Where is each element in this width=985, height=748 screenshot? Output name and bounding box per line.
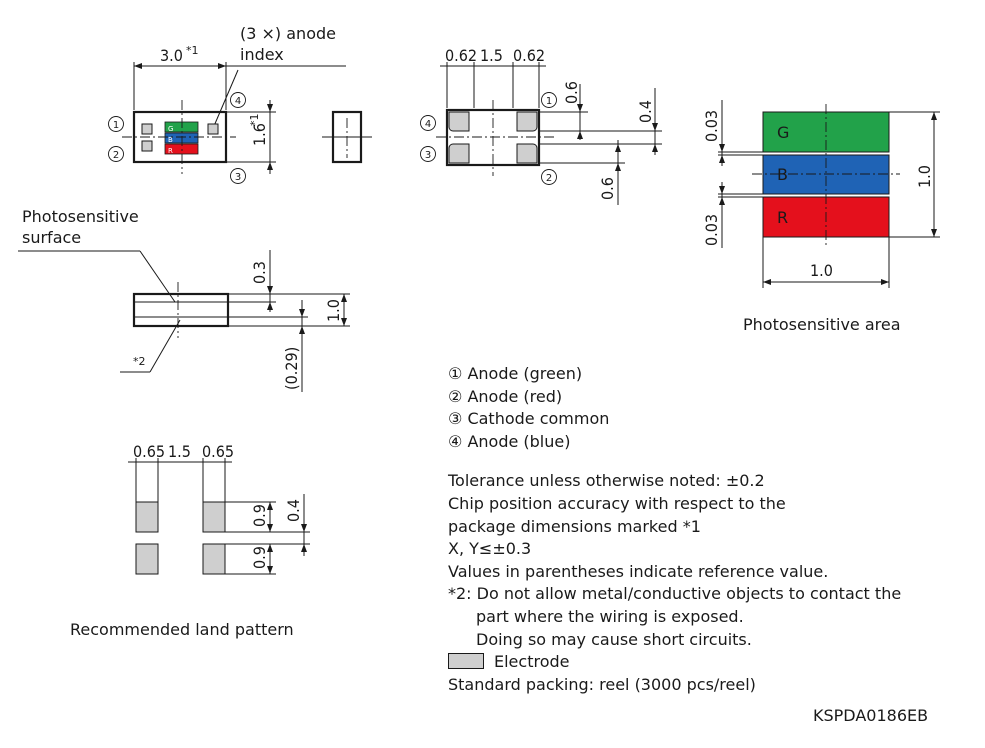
chip-blue-segment bbox=[164, 132, 199, 144]
land-pad-left-value: 0.65 bbox=[133, 442, 165, 461]
land-pad-height-bottom-value: 0.9 bbox=[250, 546, 269, 569]
photosensitive-surface-label-1: Photosensitive bbox=[22, 207, 139, 226]
chip-red-segment bbox=[164, 143, 199, 155]
land-gap-value: 0.4 bbox=[284, 499, 303, 522]
area-b-label: B bbox=[777, 165, 788, 184]
bottom-pin4-marker bbox=[420, 115, 436, 131]
index-mark-left-bottom bbox=[141, 140, 153, 152]
top-view: 3.0 *1 (3 ×) anode index G B R 1.6 *1 bbox=[108, 24, 346, 184]
area-width-value: 1.0 bbox=[810, 261, 833, 280]
land-pad-bottom-right bbox=[202, 543, 226, 575]
bottom-pad-3 bbox=[448, 143, 470, 164]
area-height-value: 1.0 bbox=[915, 165, 934, 188]
land-pattern-caption: Recommended land pattern bbox=[70, 620, 294, 639]
electrode-swatch bbox=[448, 653, 484, 670]
land-pattern-view: 0.65 1.5 0.65 0.9 0.9 0.4 bbox=[128, 442, 310, 575]
bottom-pin2-marker bbox=[541, 169, 557, 185]
tolerance-note: Tolerance unless otherwise noted: ±0.2 bbox=[448, 471, 765, 491]
side-note-ref: *2 bbox=[133, 355, 146, 368]
pin-legend-item: ③ Cathode common bbox=[448, 409, 610, 429]
top-width-mark: *1 bbox=[186, 44, 199, 57]
packing-note: Standard packing: reel (3000 pcs/reel) bbox=[448, 674, 756, 694]
photosensitive-area-view: G B R 0.03 0.03 1.0 1.0 bbox=[702, 100, 940, 288]
land-pad-height-top-value: 0.9 bbox=[250, 504, 269, 527]
photosensitive-surface-label-2: surface bbox=[22, 228, 81, 247]
bottom-pin3-label: 3 bbox=[425, 150, 431, 161]
top-pin1-label: 1 bbox=[113, 120, 119, 131]
side-reference-value: (0.29) bbox=[282, 347, 301, 390]
electrode-legend: Electrode bbox=[448, 651, 968, 674]
bottom-pin2-label: 2 bbox=[546, 173, 552, 184]
top-height-value: 1.6 bbox=[250, 123, 269, 146]
bottom-span-value: 1.5 bbox=[480, 46, 503, 65]
top-width-value: 3.0 bbox=[160, 46, 183, 65]
bottom-pin1-label: 1 bbox=[546, 96, 552, 107]
bottom-pad-1 bbox=[516, 111, 538, 132]
top-pin4-label: 4 bbox=[235, 96, 241, 107]
pin-legend-item: ④ Anode (blue) bbox=[448, 431, 571, 451]
side-view: Photosensitive surface *2 0.3 1.0 (0.29) bbox=[18, 207, 350, 392]
side-package-outline bbox=[132, 292, 230, 328]
note2-line2: part where the wiring is exposed. bbox=[476, 606, 744, 626]
reference-note: Values in parentheses indicate reference… bbox=[448, 561, 829, 581]
bottom-pad-4 bbox=[448, 111, 470, 132]
anode-index-label-1: (3 ×) anode bbox=[240, 24, 336, 43]
top-pin3-marker bbox=[230, 168, 246, 184]
top-pin3-label: 3 bbox=[235, 172, 241, 183]
top-pin2-marker bbox=[108, 146, 124, 162]
bottom-pin4-label: 4 bbox=[425, 119, 431, 130]
drawing-code: KSPDA0186EB bbox=[813, 706, 929, 725]
photosensitive-area-caption: Photosensitive area bbox=[743, 315, 901, 334]
xy-tolerance-note: X, Y≤±0.3 bbox=[448, 539, 532, 559]
chip-b-label: B bbox=[168, 136, 173, 144]
notes-block: ① Anode (green) ② Anode (red) ③ Cathode … bbox=[448, 363, 968, 696]
note2-line3: Doing so may cause short circuits. bbox=[476, 629, 752, 649]
bottom-pin1-marker bbox=[541, 92, 557, 108]
chip-position-note-1: Chip position accuracy with respect to t… bbox=[448, 493, 786, 513]
land-pad-top-right bbox=[202, 501, 226, 533]
bottom-view: 0.62 1.5 0.62 0.6 0.4 0.6 4 3 1 2 bbox=[420, 46, 662, 205]
area-gap-bottom-value: 0.03 bbox=[702, 214, 721, 246]
index-mark-left-top bbox=[141, 123, 153, 135]
land-pad-top-left bbox=[135, 501, 159, 533]
side-depth-value: 0.3 bbox=[250, 261, 269, 284]
area-r-label: R bbox=[777, 208, 788, 227]
chip-position-note-2: package dimensions marked *1 bbox=[448, 516, 701, 536]
chip-g-label: G bbox=[168, 125, 173, 133]
top-height-mark: *1 bbox=[248, 114, 261, 127]
bottom-gap-value: 0.4 bbox=[636, 100, 655, 123]
bottom-pad-left-value: 0.62 bbox=[445, 46, 477, 65]
pin-legend-item: ① Anode (green) bbox=[448, 364, 583, 383]
top-pin1-marker bbox=[108, 116, 124, 132]
side-thickness-value: 1.0 bbox=[324, 299, 343, 322]
bottom-pad-height-bottom-value: 0.6 bbox=[598, 177, 617, 200]
bottom-pad-right-value: 0.62 bbox=[513, 46, 545, 65]
bottom-pad-height-top-value: 0.6 bbox=[562, 81, 581, 104]
end-view bbox=[322, 110, 372, 164]
index-mark-right bbox=[207, 123, 219, 135]
electrode-label: Electrode bbox=[494, 652, 570, 672]
land-pad-bottom-left bbox=[135, 543, 159, 575]
chip-green-segment bbox=[164, 121, 199, 133]
land-pad-right-value: 0.65 bbox=[202, 442, 234, 461]
anode-index-label-2: index bbox=[240, 45, 284, 64]
area-gap-top-value: 0.03 bbox=[702, 110, 721, 142]
chip-r-label: R bbox=[168, 147, 173, 155]
top-pin2-label: 2 bbox=[113, 150, 119, 161]
bottom-pad-2 bbox=[516, 143, 538, 164]
note2-line1: *2: Do not allow metal/conductive object… bbox=[448, 584, 902, 604]
pin-legend-item: ② Anode (red) bbox=[448, 386, 563, 406]
area-g-label: G bbox=[777, 123, 789, 142]
bottom-pin3-marker bbox=[420, 146, 436, 162]
top-pin4-marker bbox=[230, 92, 246, 108]
land-span-value: 1.5 bbox=[168, 442, 191, 461]
